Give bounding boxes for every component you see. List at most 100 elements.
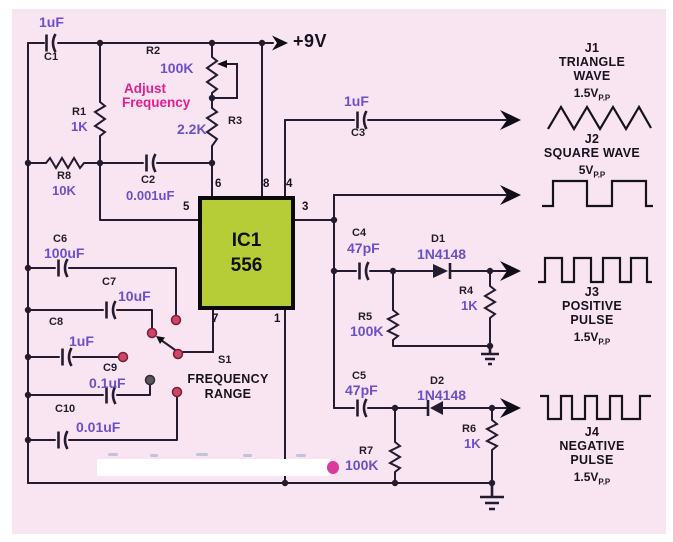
c2-ref: C2 xyxy=(141,174,156,186)
j2-ref: J2 xyxy=(584,132,600,146)
r1-ref: R1 xyxy=(72,106,87,118)
switch-pole xyxy=(172,348,184,360)
output-arrow-j2-icon xyxy=(500,185,521,205)
watermark-dot xyxy=(327,461,339,474)
r8-ref: R8 xyxy=(57,170,72,182)
switch-s1-contacts xyxy=(117,314,184,398)
capacitor-c10-symbol xyxy=(57,430,69,450)
r4-value: 1K xyxy=(461,298,478,313)
power-rail-label: +9V xyxy=(293,31,328,51)
output-j1-label: J1 TRIANGLE WAVE 1.5VP.P xyxy=(537,41,647,102)
r7-value: 100K xyxy=(345,457,379,473)
r7-ref: R7 xyxy=(359,445,374,457)
wire-c6-row xyxy=(27,267,177,316)
r3-value: 2.2K xyxy=(177,121,207,137)
c7-ref: C7 xyxy=(102,276,117,288)
capacitor-c8-symbol xyxy=(61,347,73,367)
switch-contact-c7-selected xyxy=(146,327,158,339)
resistor-r8-symbol xyxy=(45,156,85,170)
r6-value: 1K xyxy=(464,436,481,451)
negative-pulse-symbol xyxy=(540,394,651,421)
switch-contact-c6 xyxy=(170,314,182,326)
c4-value: 47pF xyxy=(347,240,380,256)
r5-value: 100K xyxy=(350,323,384,339)
j3-ref: J3 xyxy=(584,285,600,299)
grounds xyxy=(480,346,504,511)
r6-ref: R6 xyxy=(462,423,477,435)
c1-value: 1uF xyxy=(39,14,64,30)
output-j3-label: J3 POSITIVE PULSE 1.5VP.P xyxy=(537,285,647,346)
c8-ref: C8 xyxy=(49,316,64,328)
diode-d1-symbol xyxy=(433,264,448,278)
r8-value: 10K xyxy=(52,183,76,198)
wire-c10-row xyxy=(27,396,178,441)
diodes xyxy=(426,263,452,416)
watermark-remnant xyxy=(108,453,118,456)
ground-icon xyxy=(481,346,499,366)
d2-ref: D2 xyxy=(430,375,445,387)
r3-ref: R3 xyxy=(228,115,243,127)
capacitor-c6-symbol xyxy=(57,258,69,278)
output-arrow-j1-icon xyxy=(500,110,521,130)
adjust-frequency-note-line1: Adjust xyxy=(124,81,166,96)
watermark-remnant xyxy=(243,454,252,457)
arrows xyxy=(156,35,521,418)
output-j2-label: J2 SQUARE WAVE 5VP.P xyxy=(537,132,647,179)
switch-contact-c10 xyxy=(171,386,183,398)
pin-label-5: 5 xyxy=(183,201,190,213)
r4-ref: R4 xyxy=(459,285,474,297)
j3-name-line2: PULSE xyxy=(570,313,614,327)
output-arrow-j3-icon xyxy=(500,261,521,281)
capacitor-c5-symbol xyxy=(356,398,368,418)
power-arrow-icon xyxy=(272,35,288,51)
c8-value: 1uF xyxy=(69,333,94,349)
r5-ref: R5 xyxy=(358,311,373,323)
output-arrow-j4-icon xyxy=(500,398,521,418)
resistors xyxy=(45,56,499,473)
pin-label-7: 7 xyxy=(212,313,219,325)
potentiometer-r2-symbol xyxy=(205,56,219,94)
c2-value: 0.001uF xyxy=(126,188,175,203)
capacitor-c4-symbol xyxy=(358,261,370,281)
c9-ref: C9 xyxy=(103,362,118,374)
capacitor-c7-symbol xyxy=(105,300,117,320)
ic-ref: IC1 xyxy=(231,229,262,251)
c5-value: 47pF xyxy=(345,382,378,398)
pin-label-6: 6 xyxy=(215,178,222,190)
capacitor-c9-symbol xyxy=(105,385,117,405)
wire-pin3-j2 xyxy=(294,194,507,409)
positive-pulse-symbol xyxy=(538,256,652,284)
waveforms xyxy=(538,104,653,421)
pot-wiper-arrow-icon xyxy=(217,60,227,68)
erased-watermark-strip xyxy=(97,459,330,476)
d1-value: 1N4148 xyxy=(417,246,467,262)
capacitor-c2-symbol xyxy=(145,153,157,173)
j1-level: 1.5VP.P xyxy=(573,86,611,103)
r2-ref: R2 xyxy=(146,45,161,57)
j1-ref: J1 xyxy=(584,41,600,55)
j4-name-line2: PULSE xyxy=(570,453,614,467)
c6-ref: C6 xyxy=(53,233,68,245)
j1-name-line2: WAVE xyxy=(573,69,611,83)
pin-label-4: 4 xyxy=(286,178,293,190)
resistor-r7-symbol xyxy=(387,441,402,473)
s1-ref: S1 xyxy=(218,354,232,366)
output-j4-label: J4 NEGATIVE PULSE 1.5VP.P xyxy=(537,425,647,486)
wire-c9-row xyxy=(27,383,151,396)
wire-pot-wiper-loop xyxy=(213,63,238,99)
c10-value: 0.01uF xyxy=(76,419,121,435)
adjust-frequency-note-line2: Frequency xyxy=(122,95,191,110)
square-wave-symbol xyxy=(542,179,653,208)
j3-level: 1.5VP.P xyxy=(573,330,611,347)
pin-label-3: 3 xyxy=(302,201,309,213)
switch-contact-c9 xyxy=(144,374,156,386)
j4-level: 1.5VP.P xyxy=(573,470,611,487)
watermark-remnant xyxy=(296,454,306,457)
capacitor-c3-symbol xyxy=(356,110,368,130)
d2-value: 1N4148 xyxy=(417,387,467,403)
diode-d2-symbol xyxy=(430,401,443,415)
triangle-wave-symbol xyxy=(547,104,652,132)
j1-name-line1: TRIANGLE xyxy=(558,55,626,69)
